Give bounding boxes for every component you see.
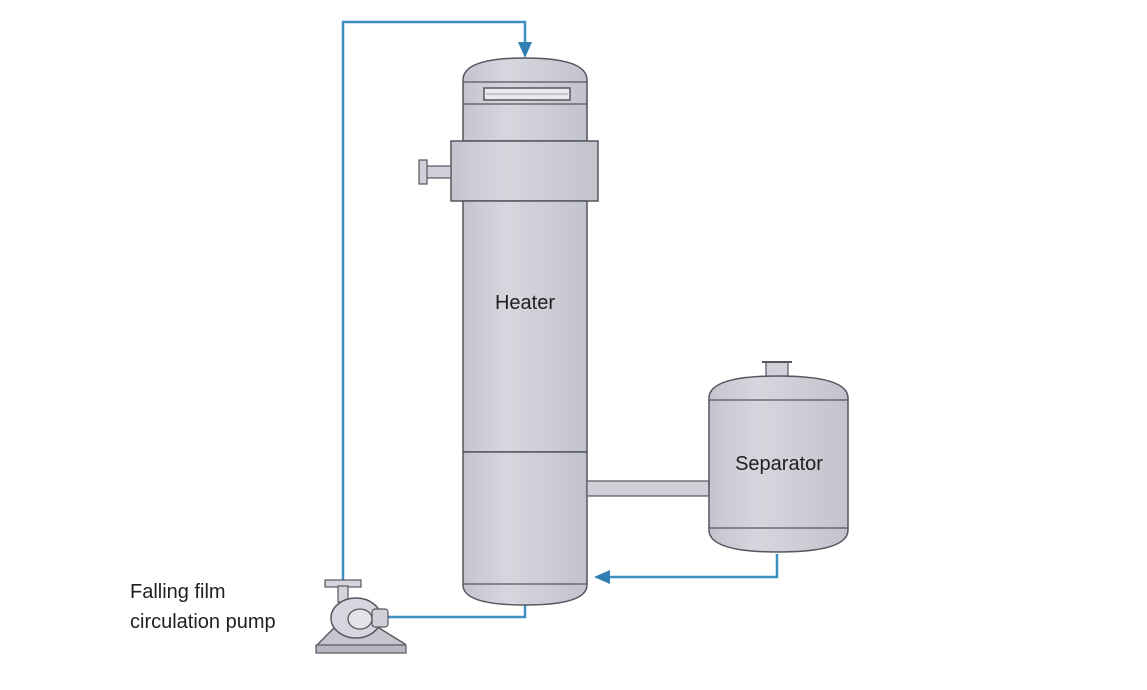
heater-flange [450,140,599,202]
separator-vessel: Separator [708,361,849,553]
steam-inlet-nozzle [418,159,452,185]
heater-vessel: Heater [418,57,599,606]
separator-return-pipe [594,554,779,584]
inlet-arrow-icon [518,42,532,58]
heater-label: Heater [495,292,555,314]
pump-label: Falling film circulation pump [130,577,276,637]
vapor-connecting-pipe [586,480,710,497]
pump-label-line-1: Falling film [130,581,226,603]
heater-outlet-pipe [366,605,527,623]
pump-label-line-2: circulation pump [130,611,276,633]
recirculation-pipe [341,20,532,583]
separator-label: Separator [735,453,823,475]
return-arrow-icon [594,570,610,584]
centrifugal-pump-icon [315,579,407,654]
